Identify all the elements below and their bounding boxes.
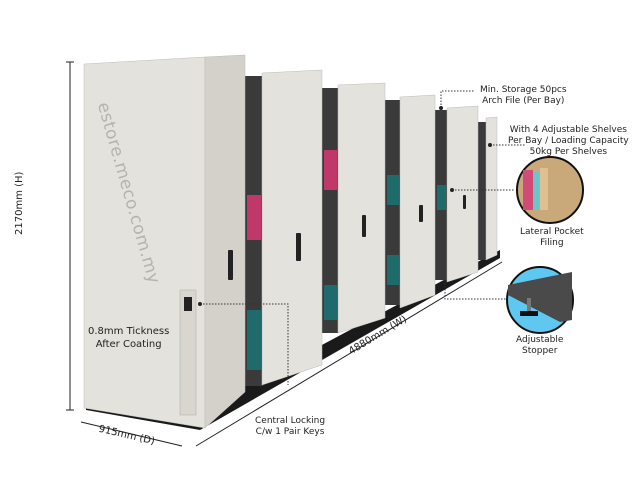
door-handle <box>463 195 466 209</box>
width-dimension-line <box>195 261 503 447</box>
callout-line: Lateral Pocket <box>520 227 584 237</box>
cabinet-side-panel <box>204 54 246 429</box>
leader-storage <box>440 90 475 108</box>
cabinet-door <box>485 116 498 261</box>
callout-line: C/w 1 Pair Keys <box>255 427 325 437</box>
callout-line: Per Bay / Loading Capacity <box>508 136 629 146</box>
callout-line: With 4 Adjustable Shelves <box>509 125 627 135</box>
stopper-callout: Adjustable Stopper <box>516 335 563 357</box>
file-row <box>324 285 337 320</box>
depth-dimension-line <box>80 421 183 447</box>
callout-line: Central Locking <box>255 416 326 426</box>
pocket-filing-detail-image <box>516 156 584 224</box>
door-handle <box>419 205 423 222</box>
callout-line: Min. Storage 50pcs <box>480 85 567 95</box>
storage-callout: Min. Storage 50pcs Arch File (Per Bay) <box>480 85 567 107</box>
height-dimension-label: 2170mm (H) <box>14 171 25 235</box>
cabinet-door <box>399 94 436 309</box>
adjustable-stopper-detail-image <box>506 266 574 334</box>
thickness-callout: 0.8mm Tickness After Coating <box>88 325 169 351</box>
cabinet-door <box>261 69 323 386</box>
cabinet-door <box>446 105 479 283</box>
door-handle <box>228 250 233 280</box>
door-handle <box>296 233 301 261</box>
locking-callout: Central Locking C/w 1 Pair Keys <box>255 416 325 438</box>
callout-line: 0.8mm Tickness <box>88 326 170 337</box>
file-row <box>387 255 399 285</box>
door-handle <box>362 215 366 237</box>
callout-line: Adjustable <box>516 335 564 345</box>
file-row <box>247 310 261 370</box>
file-row <box>247 195 261 240</box>
bay-interior <box>322 88 339 333</box>
callout-line: After Coating <box>95 339 162 350</box>
callout-line: Filing <box>540 238 564 248</box>
lock-panel <box>179 289 197 416</box>
shelves-callout: With 4 Adjustable Shelves Per Bay / Load… <box>508 125 629 158</box>
callout-line: Stopper <box>521 346 558 356</box>
callout-line: 50kg Per Shelves <box>529 147 608 157</box>
file-row <box>387 175 399 205</box>
file-row <box>324 150 337 190</box>
cabinet-door <box>337 82 386 334</box>
pocket-callout: Lateral Pocket Filing <box>520 227 584 249</box>
file-row <box>437 185 446 210</box>
callout-line: Arch File (Per Bay) <box>482 96 565 106</box>
bay-interior <box>478 122 487 260</box>
leader-locking <box>200 303 289 385</box>
lock-icon <box>184 297 192 311</box>
leader-stopper <box>444 280 510 300</box>
